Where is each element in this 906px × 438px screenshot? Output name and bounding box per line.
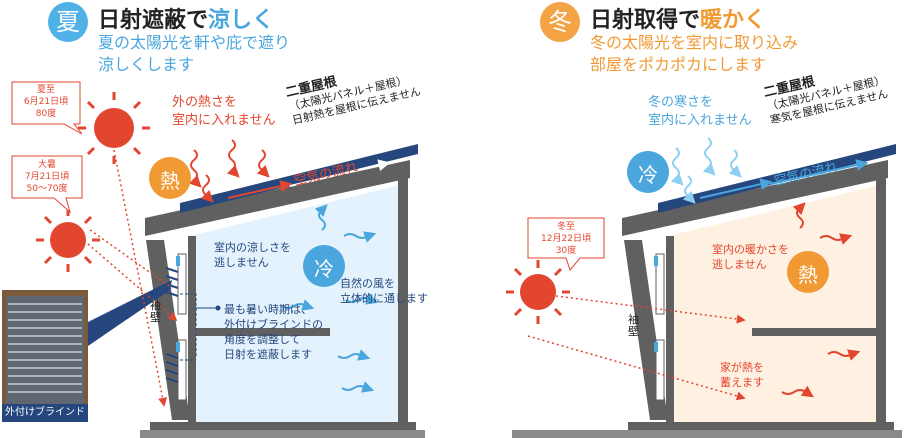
summer-roof (145, 160, 410, 236)
winter-warm-waves (781, 202, 861, 398)
summer-sunray-1 (113, 149, 168, 407)
summer-outside-heat-line1: 外の熱さを (172, 95, 238, 110)
summer-sun2-name: 大暑 (37, 160, 56, 170)
summer-sun-daisho (36, 208, 100, 272)
winter-heat-bubble (787, 251, 829, 293)
summer-outside-heat-text: 外の熱さを 室内に入れません (172, 94, 276, 130)
winter-window-lower (655, 339, 665, 401)
summer-keep-cool-line1: 室内の涼しさを (214, 241, 291, 254)
winter-ground-base (512, 430, 902, 438)
winter-keep-warm-line2: 逃しません (712, 258, 767, 271)
summer-sun-solstice (78, 92, 150, 164)
photo-caption: 外付けブラインド (5, 407, 85, 418)
summer-badge: 夏 (48, 2, 88, 42)
winter-ground (628, 422, 894, 432)
summer-sode-wall-label: 袖壁 (150, 299, 161, 324)
summer-window-upper (177, 253, 187, 315)
summer-cool-bubble (303, 245, 345, 287)
winter-badge: 冬 (540, 2, 580, 42)
summer-heat-bubble (149, 157, 191, 199)
summer-blind-line1: 最も暑い時期は、 (224, 303, 312, 316)
winter-outside-cold-line2: 室内に入れません (648, 113, 752, 128)
summer-mid-floor (190, 328, 330, 336)
summer-title: 日射遮蔽で涼しく (98, 2, 274, 34)
winter-roof (622, 160, 888, 236)
summer-blind-line4: 日射を遮蔽します (224, 348, 312, 361)
summer-sunray-2 (87, 243, 178, 322)
blind-callout-pointer (88, 280, 172, 346)
summer-panel (2, 81, 425, 438)
winter-cold-waves (670, 137, 742, 204)
summer-wind-text: 自然の風を 立体的に通します (340, 276, 428, 306)
summer-keep-cool-line2: 逃しません (214, 256, 269, 269)
summer-cool-waves (281, 204, 379, 393)
winter-mid-floor (752, 328, 880, 336)
summer-subtitle-line1: 夏の太陽光を軒や庇で遮り (98, 33, 291, 52)
winter-outside-cold-text: 冬の寒さを 室内に入れません (648, 94, 752, 130)
winter-left-wall (666, 236, 674, 426)
winter-store-heat-text: 家が熱を 蓄えます (720, 360, 764, 390)
summer-sun1-angle: 80度 (35, 109, 57, 119)
summer-outside-heat-line2: 室内に入れません (172, 113, 276, 128)
winter-subtitle-line2: 部屋をポカポカにします (590, 55, 767, 74)
summer-sun1-name: 夏至 (36, 85, 55, 95)
summer-wind-line1: 自然の風を (340, 277, 395, 290)
winter-store-heat-line1: 家が熱を (720, 361, 764, 374)
winter-subtitle-line1: 冬の太陽光を室内に取り込み (590, 33, 799, 52)
winter-sun (506, 260, 570, 324)
external-blind-photo (2, 290, 88, 422)
summer-sun-solstice-callout (11, 81, 83, 135)
summer-wind-line2: 立体的に通します (340, 292, 428, 305)
summer-sun1-label: 夏至 6月21日頃 80度 (12, 84, 80, 120)
winter-window-upper (655, 253, 665, 315)
summer-heat-waves (188, 139, 270, 203)
summer-sun2-date: 7月21日頃 (24, 172, 70, 182)
summer-cool-bubble-label: 冷 (314, 257, 334, 281)
winter-store-heat-line2: 蓄えます (720, 376, 764, 389)
winter-house-interior (668, 185, 880, 425)
summer-sun2-label: 大暑 7月21日頃 50〜70度 (12, 159, 82, 195)
winter-sun-callout (527, 217, 605, 272)
summer-title-main: 日射遮蔽で (98, 8, 209, 33)
summer-title-accent: 涼しく (208, 8, 275, 33)
summer-sunray-3 (89, 229, 173, 289)
winter-outside-cold-line1: 冬の寒さを (648, 95, 714, 110)
winter-heat-bubble-label: 熱 (798, 263, 818, 287)
winter-title-accent: 暖かく (700, 8, 767, 33)
winter-sun-name: 冬至 (556, 222, 575, 232)
winter-title-main: 日射取得で (590, 8, 701, 33)
summer-window-lower (177, 339, 187, 401)
winter-sun-date: 12月22日頃 (541, 234, 591, 244)
winter-right-wall (876, 178, 886, 428)
summer-blind-text: 最も暑い時期は、 外付けブラインドの 角度を調整して 日射を遮蔽します (224, 302, 323, 362)
summer-sun-daisho-callout (11, 155, 83, 214)
winter-keep-warm-text: 室内の暖かさを 逃しません (712, 242, 789, 272)
summer-subtitle-line2: 涼しくします (98, 55, 195, 74)
winter-sun-angle: 30度 (555, 246, 577, 256)
winter-sun-label: 冬至 12月22日頃 30度 (528, 221, 604, 257)
summer-sun1-date: 6月21日頃 (23, 97, 69, 107)
winter-sode-wall-label: 袖壁 (628, 313, 639, 338)
summer-blind-line2: 外付けブラインドの (224, 318, 323, 331)
winter-solar-panel (658, 144, 896, 213)
summer-ground-base (140, 430, 425, 438)
summer-right-wall (398, 178, 408, 428)
winter-cold-bubble (627, 151, 669, 193)
summer-keep-cool-text: 室内の涼しさを 逃しません (214, 240, 291, 270)
summer-blind-line3: 角度を調整して (224, 333, 301, 346)
winter-title: 日射取得で暖かく (590, 2, 766, 34)
winter-cold-bubble-label: 冷 (638, 163, 658, 187)
winter-keep-warm-line1: 室内の暖かさを (712, 243, 789, 256)
summer-ground (150, 422, 416, 432)
winter-panel (506, 137, 902, 438)
summer-sun2-angle: 50〜70度 (26, 184, 68, 194)
winter-sunray-1 (555, 295, 746, 324)
summer-heat-bubble-label: 熱 (160, 169, 180, 193)
